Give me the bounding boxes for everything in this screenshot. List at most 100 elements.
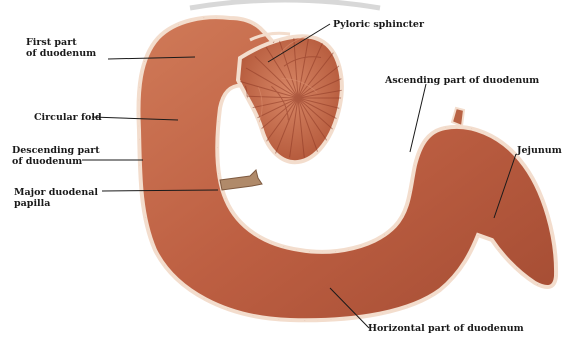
circular-fold-line <box>159 284 183 314</box>
circular-fold-line <box>555 243 569 250</box>
circular-fold-line <box>319 214 323 252</box>
circular-fold-line <box>378 158 415 166</box>
circular-fold-line <box>104 68 142 76</box>
circular-fold-line <box>265 6 292 33</box>
circular-fold-line <box>102 152 140 156</box>
circular-fold-line <box>218 132 256 137</box>
label-ascending-part: Ascending part of duodenum <box>385 75 539 86</box>
circular-fold-line <box>112 230 149 241</box>
label-pyloric-sphincter: Pyloric sphincter <box>333 19 424 30</box>
circular-fold-line <box>331 320 336 338</box>
label-first-part: First part of duodenum <box>26 37 96 59</box>
circular-fold-line <box>542 185 569 199</box>
circular-fold-line <box>249 201 274 230</box>
circular-fold-line <box>246 316 254 338</box>
circular-fold-line <box>135 265 165 289</box>
circular-fold-line <box>102 165 140 170</box>
circular-fold-line <box>101 126 139 131</box>
circular-fold-line <box>375 172 413 180</box>
label-horizontal-part: Horizontal part of duodenum <box>368 323 524 334</box>
duodenum-body <box>138 17 556 320</box>
bile-duct <box>220 170 262 190</box>
label-major-papilla: Major duodenal papilla <box>14 187 98 209</box>
circular-fold-line <box>201 304 216 338</box>
circular-fold-line <box>108 51 144 62</box>
circular-fold-line <box>504 277 527 308</box>
circular-fold-line <box>344 319 350 338</box>
circular-fold-line <box>452 279 481 304</box>
circular-fold-line <box>116 33 150 50</box>
circular-fold-line <box>146 275 173 302</box>
circular-fold-line <box>232 192 265 211</box>
circular-fold-line <box>127 15 157 38</box>
label-circular-fold: Circular fold <box>34 112 102 123</box>
circular-fold-line <box>506 116 529 146</box>
circular-fold-line <box>524 284 538 320</box>
circular-fold-line <box>537 171 569 188</box>
circular-fold-line <box>491 269 516 297</box>
circular-fold-line <box>239 197 268 221</box>
circular-fold-line <box>365 202 385 234</box>
circular-fold-line <box>186 298 204 332</box>
circular-fold-line <box>231 313 241 338</box>
circular-fold-line <box>469 249 498 273</box>
top-shadow-arc <box>190 0 380 8</box>
circular-fold-line <box>233 87 243 124</box>
circular-fold-line <box>553 229 569 237</box>
circular-fold-line <box>219 167 257 173</box>
circular-fold-line <box>217 144 255 148</box>
circular-fold-line <box>305 320 309 338</box>
circular-fold-line <box>172 292 193 324</box>
label-jejunum: Jejunum <box>517 145 562 156</box>
circular-fold-line <box>116 242 151 256</box>
circular-fold-line <box>261 318 268 338</box>
label-descending-part: Descending part of duodenum <box>12 145 100 167</box>
circular-fold-line <box>318 320 323 338</box>
circular-fold-line <box>350 209 361 246</box>
circular-fold-line <box>550 214 569 224</box>
circular-fold-line <box>480 259 507 285</box>
circular-fold-line <box>101 99 139 103</box>
circular-fold-line <box>296 212 304 249</box>
circular-fold-line <box>369 199 395 227</box>
jejunum-stub <box>452 108 464 126</box>
circular-fold-line <box>531 156 563 176</box>
circular-fold-line <box>383 141 419 153</box>
circular-fold-line <box>102 84 140 90</box>
circular-fold-line <box>105 204 143 211</box>
circular-fold-line <box>373 183 410 192</box>
circular-fold-line <box>496 105 515 138</box>
circular-fold-line <box>276 319 281 338</box>
circular-fold-line <box>163 0 179 24</box>
circular-fold-line <box>291 320 295 338</box>
circular-fold-line <box>341 212 349 249</box>
circular-fold-line <box>255 0 272 24</box>
circular-fold-line <box>260 205 280 237</box>
circular-fold-line <box>370 196 402 216</box>
circular-fold-line <box>144 0 167 30</box>
circular-fold-line <box>392 122 425 141</box>
circular-fold-line <box>442 288 468 316</box>
circular-fold-line <box>216 309 228 338</box>
circular-fold-line <box>101 139 139 143</box>
circular-fold-line <box>410 103 434 132</box>
circular-fold-line <box>358 206 373 241</box>
circular-fold-line <box>547 200 569 212</box>
circular-fold-line <box>104 191 142 197</box>
circular-fold-line <box>101 113 139 117</box>
circular-fold-line <box>218 156 256 161</box>
circular-fold-line <box>436 91 446 128</box>
circular-fold-line <box>219 119 257 125</box>
circular-fold-line <box>550 287 569 316</box>
circular-fold-line <box>272 208 287 243</box>
circular-fold-line <box>467 258 500 277</box>
circular-fold-line <box>357 317 364 338</box>
circular-fold-line <box>108 217 145 226</box>
circular-fold-line <box>125 254 158 274</box>
circular-fold-line <box>103 178 141 183</box>
circular-fold-line <box>371 191 407 204</box>
circular-fold-line <box>180 0 191 20</box>
circular-fold-line <box>330 213 336 251</box>
circular-fold-line <box>484 97 497 133</box>
